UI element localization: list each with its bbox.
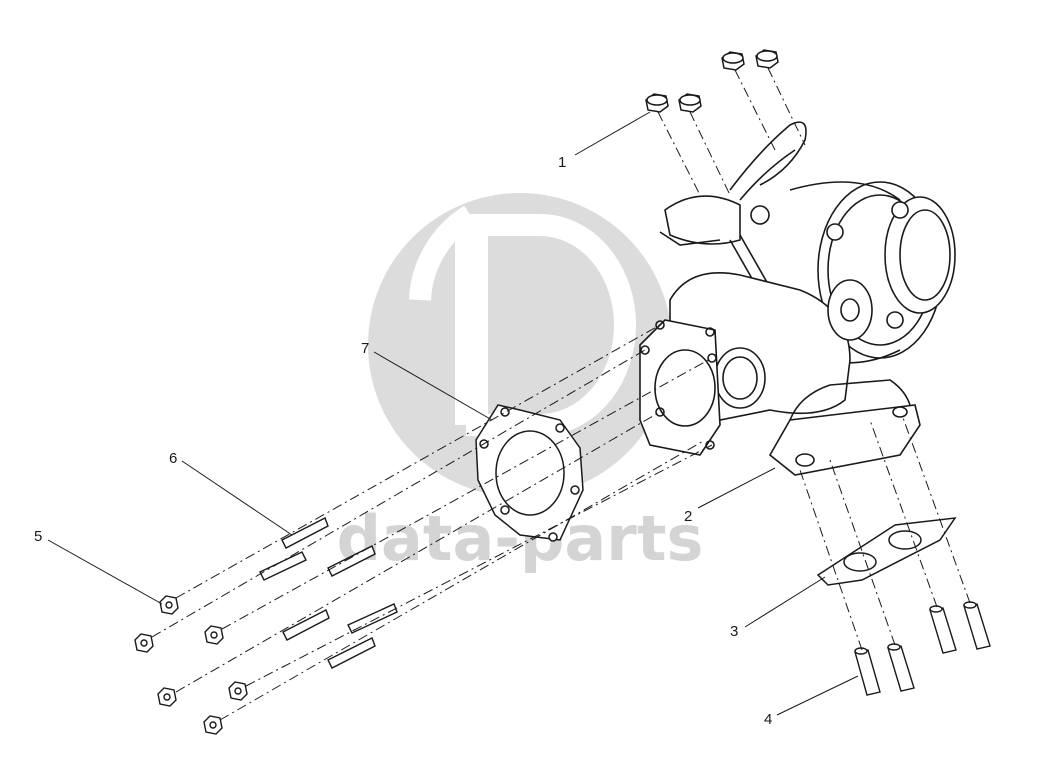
callout-4: 4 xyxy=(764,711,772,728)
turbocharger xyxy=(639,121,956,476)
stud xyxy=(259,551,307,581)
nut xyxy=(159,595,179,615)
nut-guide-lines xyxy=(657,67,806,196)
nut xyxy=(755,49,779,69)
stud xyxy=(347,603,398,634)
watermark-logo xyxy=(368,193,672,497)
nut xyxy=(228,681,248,701)
stud xyxy=(281,517,329,549)
callout-5: 5 xyxy=(34,528,42,545)
callout-labels: 1 2 3 4 5 6 7 xyxy=(34,154,772,728)
nut xyxy=(134,633,154,653)
callout-3: 3 xyxy=(730,623,738,640)
stud xyxy=(929,605,957,654)
callout-2: 2 xyxy=(684,508,692,525)
nut xyxy=(645,93,669,113)
nut xyxy=(157,687,177,707)
callout-6: 6 xyxy=(169,450,177,467)
stud xyxy=(327,637,376,669)
callout-7: 7 xyxy=(361,340,369,357)
nut xyxy=(203,715,223,735)
assembly-guide-lines xyxy=(151,324,713,721)
nut xyxy=(678,93,702,113)
inlet-gasket xyxy=(475,404,584,542)
nut-set-1 xyxy=(645,49,779,113)
stud xyxy=(887,643,915,692)
nuts-5 xyxy=(134,595,248,735)
stud xyxy=(963,601,991,650)
stud-guide-lines xyxy=(799,414,971,651)
leader-lines xyxy=(47,111,859,716)
nut xyxy=(204,625,224,645)
callout-1: 1 xyxy=(558,154,566,171)
studs-6 xyxy=(259,517,398,669)
nut xyxy=(721,51,745,71)
stud xyxy=(282,609,330,641)
outlet-gasket xyxy=(816,517,957,586)
studs-4 xyxy=(854,601,991,696)
stud xyxy=(854,647,881,696)
stud xyxy=(327,545,376,577)
